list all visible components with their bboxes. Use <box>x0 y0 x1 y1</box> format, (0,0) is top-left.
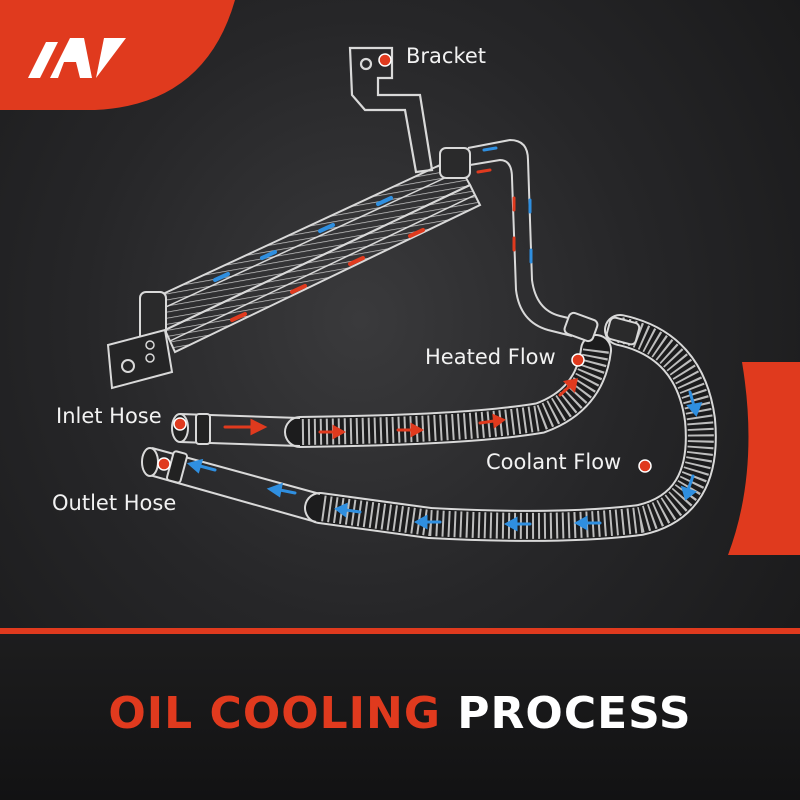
coolant-flow-label: Coolant Flow <box>486 450 622 474</box>
oil-cooler-core <box>106 147 482 390</box>
logo-corner <box>0 0 235 110</box>
title-band <box>0 628 800 800</box>
title-part-process: PROCESS <box>457 688 692 739</box>
heated-flow-label: Heated Flow <box>425 345 556 369</box>
coolant-flow-arrows <box>186 390 703 532</box>
callout-dots <box>157 53 652 473</box>
right-accent <box>728 362 800 555</box>
page-title: OIL COOLING PROCESS <box>0 688 800 739</box>
bracket-label: Bracket <box>406 44 487 68</box>
tube-flow-arrows <box>476 146 533 264</box>
logo-icon <box>28 38 126 78</box>
core-coolant-marks <box>213 196 393 282</box>
title-part-oil-cooling: OIL COOLING <box>108 688 441 739</box>
bracket-shape <box>348 46 434 174</box>
heated-hose <box>299 347 609 445</box>
outlet-hose-label: Outlet Hose <box>52 491 177 515</box>
heated-flow-arrows <box>223 378 578 440</box>
hose-clamps <box>563 311 641 346</box>
inlet-hose-label: Inlet Hose <box>56 404 162 428</box>
core-heated-marks <box>230 228 425 322</box>
outlet-tube <box>141 447 321 523</box>
inlet-tube <box>171 413 301 447</box>
metal-tubes <box>467 138 586 337</box>
